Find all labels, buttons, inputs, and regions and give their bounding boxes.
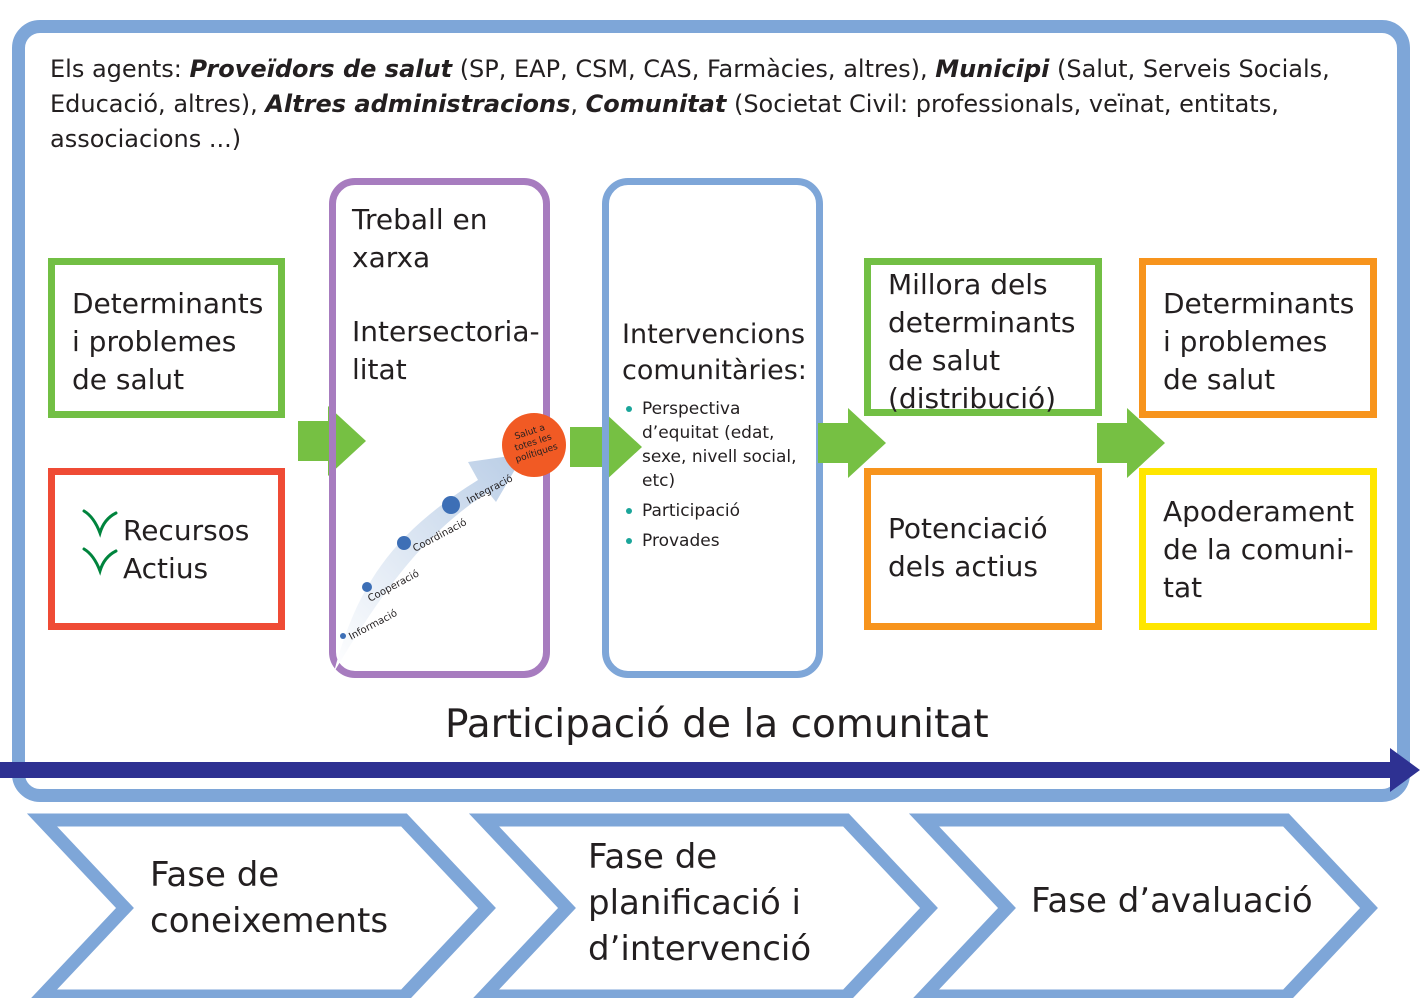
determinants-text: Determinants i problemes de salut (72, 285, 263, 399)
determinants-outcome-line-2: i problemes (1163, 325, 1328, 358)
phase-chevron-1 (26, 813, 496, 998)
interventions-title-line-1: Intervencions (622, 319, 806, 350)
phase-planning-line-3: d’intervenció (588, 929, 812, 969)
phase-knowledge-line-1: Fase de (150, 855, 280, 895)
flow-arrow-3 (818, 408, 886, 478)
improvement-text: Millora dels determinants de salut (dist… (888, 266, 1076, 418)
agent-municipality-detail: (Salut, Serveis Socials, Educació, altre… (50, 55, 1330, 118)
interventions-box: Intervencions comunitàries: Perspectiva … (602, 178, 823, 678)
determinants-box: Determinants i problemes de salut (48, 258, 285, 418)
bullet-equity-line-2: d’equitat (edat, (642, 423, 775, 443)
determinants-line-2: i problemes (72, 325, 237, 358)
interventions-title: Intervencions comunitàries: (622, 317, 807, 389)
agent-providers-detail: (SP, EAP, CSM, CAS, Farmàcies, altres), (452, 55, 936, 83)
phase-planning-line-2: planificació i (588, 883, 801, 923)
step-dot (442, 496, 460, 514)
bullet-equity: Perspectiva d’equitat (edat, sexe, nivel… (622, 397, 817, 493)
check-icons (82, 509, 118, 576)
step-dot (340, 633, 346, 639)
bullet-participation-text: Participació (642, 501, 741, 521)
intersectoral-line-1: Intersectoria- (352, 315, 540, 348)
empowerment-box: Apoderament de la comuni- tat (1139, 468, 1377, 630)
empowerment-text: Apoderament de la comuni- tat (1163, 493, 1354, 607)
bullet-participation: Participació (622, 499, 817, 523)
agent-providers: Proveïdors de salut (189, 55, 453, 83)
improvement-line-4: (distribució) (888, 382, 1057, 415)
agent-other-administrations: Altres administracions (265, 90, 571, 118)
interventions-title-line-2: comunitàries: (622, 355, 807, 386)
phase-chevron-3 (908, 813, 1378, 998)
agent-community-detail: (Societat Civil: professionals, veïnat, … (50, 90, 1279, 153)
interventions-bullets: Perspectiva d’equitat (edat, sexe, nivel… (622, 397, 817, 559)
agents-frame (12, 20, 1410, 802)
empowerment-line-1: Apoderament (1163, 495, 1354, 528)
flow-arrow-4 (1097, 408, 1165, 478)
determinants-outcome-text: Determinants i problemes de salut (1163, 285, 1354, 399)
phase-chevrons (26, 813, 1378, 998)
improvement-line-3: de salut (888, 344, 1001, 377)
determinants-outcome-line-1: Determinants (1163, 287, 1355, 320)
bullet-proven-text: Provades (642, 531, 720, 551)
bullet-equity-line-3: sexe, nivell social, (642, 447, 797, 467)
phase-knowledge: Fase de coneixements (150, 852, 388, 944)
empowerment-line-3: tat (1163, 571, 1203, 604)
assets-boost-line-2: dels actius (888, 550, 1038, 583)
participation-arrow (0, 748, 1420, 792)
assets-label: Actius (123, 552, 209, 585)
network-line-2: xarxa (352, 241, 431, 274)
improvement-line-1: Millora dels (888, 268, 1048, 301)
resources-box: Recursos Actius (48, 468, 285, 630)
bullet-equity-line-1: Perspectiva (642, 399, 741, 419)
integration-curve-arrow: Informació Cooperació Coordinació Integr… (334, 454, 524, 672)
network-line-1: Treball en (352, 203, 488, 236)
phase-chevron-2 (468, 813, 938, 998)
network-text: Treball en xarxa Intersectoria- litat (352, 201, 540, 389)
agents-separator: , (570, 90, 586, 118)
bullet-proven: Provades (622, 529, 817, 553)
assets-boost-box: Potenciació dels actius (864, 468, 1102, 630)
health-in-all-policies-badge: Salut a totes les polítiques (502, 413, 566, 477)
phase-planning: Fase de planificació i d’intervenció (588, 834, 811, 972)
agent-municipality: Municipi (935, 55, 1050, 83)
step-dot (397, 536, 411, 550)
phase-evaluation: Fase d’avaluació (1031, 878, 1313, 924)
improvement-line-2: determinants (888, 306, 1076, 339)
determinants-outcome-line-3: de salut (1163, 363, 1276, 396)
phase-knowledge-line-2: coneixements (150, 901, 389, 941)
resources-text: Recursos Actius (123, 512, 249, 588)
intersectoral-line-2: litat (352, 353, 407, 386)
check-icon (82, 547, 118, 576)
phase-evaluation-line-1: Fase d’avaluació (1031, 881, 1313, 921)
resources-label: Recursos (123, 514, 250, 547)
assets-boost-text: Potenciació dels actius (888, 510, 1048, 586)
agents-prefix: Els agents: (50, 55, 190, 83)
bullet-equity-line-4: etc) (642, 471, 676, 491)
agents-description: Els agents: Proveïdors de salut (SP, EAP… (50, 52, 1390, 157)
agent-community: Comunitat (585, 90, 727, 118)
check-icon (82, 509, 118, 538)
step-dot (362, 582, 372, 592)
improvement-box: Millora dels determinants de salut (dist… (864, 258, 1102, 416)
determinants-line-3: de salut (72, 363, 185, 396)
determinants-line-1: Determinants (72, 287, 264, 320)
phase-planning-line-1: Fase de (588, 837, 718, 877)
participation-label: Participació de la comunitat (445, 702, 989, 747)
empowerment-line-2: de la comuni- (1163, 533, 1354, 566)
determinants-outcome-box: Determinants i problemes de salut (1139, 258, 1377, 418)
assets-boost-line-1: Potenciació (888, 512, 1048, 545)
